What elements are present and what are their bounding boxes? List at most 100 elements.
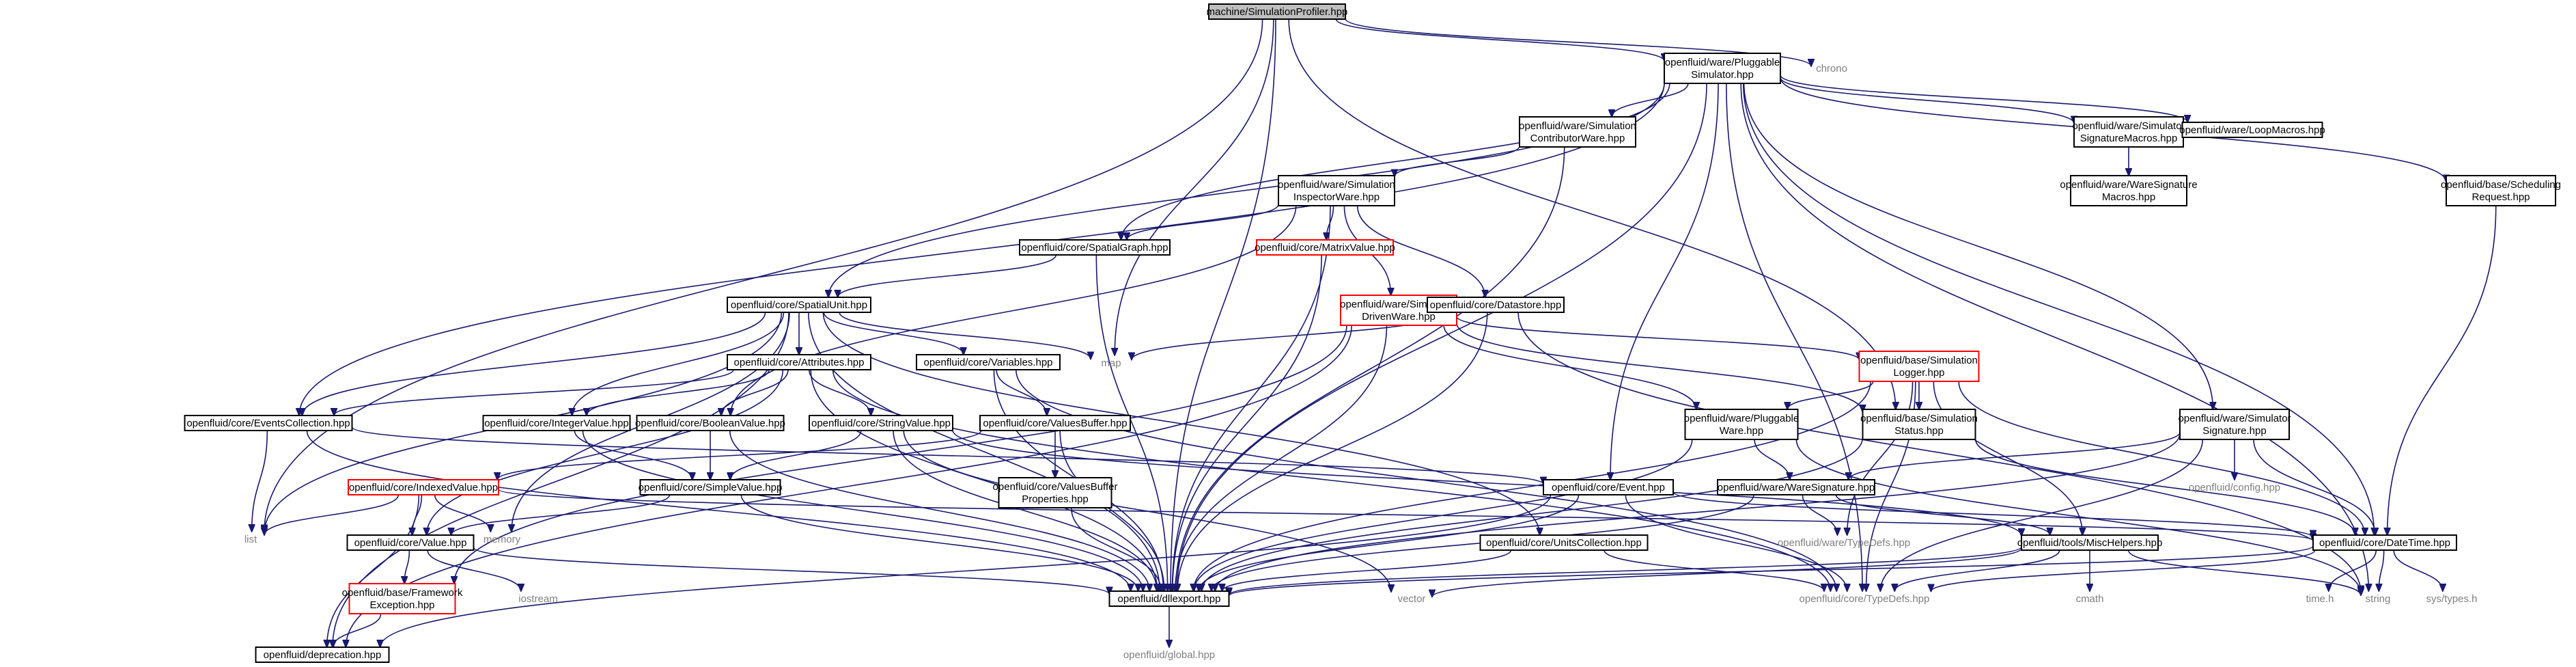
edge-sim_logger-to-misc_helpers (1933, 381, 2082, 535)
node-label: map (1101, 357, 1121, 369)
node-label: Exception.hpp (369, 599, 434, 611)
edge-pluggable_sim-to-datetime (1742, 83, 2375, 535)
node-label: string (2366, 593, 2391, 605)
edge-sim_status-to-dllexport (1201, 437, 1864, 591)
node-label: openfluid/base/Framework (342, 587, 463, 599)
edge-sched_req-to-datetime (2388, 205, 2497, 535)
edge-events_coll-to-dllexport (306, 430, 1130, 591)
edge-pluggable_sim-to-sim_signature (1743, 83, 2213, 409)
node-loop_macros[interactable]: openfluid/ware/LoopMacros.hpp (2179, 122, 2325, 138)
node-label: time.h (2306, 593, 2334, 605)
node-misc_helpers[interactable]: openfluid/tools/MiscHelpers.hpp (2017, 534, 2163, 551)
node-label: iostream (518, 593, 558, 605)
node-datastore[interactable]: openfluid/core/Datastore.hpp (1427, 297, 1565, 313)
edge-sim_logger-to-dllexport (1194, 381, 1871, 591)
node-spatial_graph[interactable]: openfluid/core/SpatialGraph.hpp (1019, 239, 1171, 256)
edge-misc_helpers-to-vector (1432, 547, 2022, 597)
node-units_coll[interactable]: openfluid/core/UnitsCollection.hpp (1479, 534, 1649, 551)
node-box (639, 479, 781, 495)
node-string_value[interactable]: openfluid/core/StringValue.hpp (809, 415, 953, 431)
node-chrono: chrono (1816, 63, 1847, 74)
node-box (1543, 479, 1674, 495)
node-ware_typedefs: openfluid/ware/TypeDefs.hpp (1778, 537, 1910, 549)
node-events_coll[interactable]: openfluid/core/EventsCollection.hpp (184, 415, 353, 431)
node-memory: memory (484, 534, 521, 545)
node-variables[interactable]: openfluid/core/Variables.hpp (916, 354, 1061, 370)
edge-inspector_ware-to-spatial_graph (1127, 204, 1279, 240)
node-datetime[interactable]: openfluid/core/DateTime.hpp (2312, 534, 2457, 551)
node-box (1427, 297, 1565, 313)
node-integer_value[interactable]: openfluid/core/IntegerValue.hpp (482, 415, 631, 431)
edge-ware_signature-to-misc_helpers (1835, 494, 2049, 535)
node-label: Request.hpp (2472, 191, 2530, 203)
edge-attributes-to-core_typedefs (832, 369, 1831, 591)
node-sig_macros[interactable]: openfluid/ware/SimulatorSignatureMacros.… (2072, 116, 2185, 148)
node-simple_value[interactable]: openfluid/core/SimpleValue.hpp (639, 479, 783, 495)
node-label: openfluid/core/TypeDefs.hpp (1800, 593, 1930, 605)
node-label: openfluid/ware/Simulation (1278, 179, 1395, 191)
edge-spatial_unit-to-map (839, 312, 1091, 359)
node-label: openfluid/core/IntegerValue.hpp (484, 418, 629, 429)
edge-variables-to-values_buffer (996, 369, 1047, 416)
node-sys_types: sys/types.h (2426, 593, 2477, 605)
edge-sim_signature-to-ware_signature (1849, 432, 2181, 480)
node-box (1108, 590, 1230, 607)
edge-pluggable_sim-to-string (1740, 83, 2368, 591)
edge-attributes-to-integer_value (587, 369, 770, 416)
node-ware_signature[interactable]: openfluid/ware/WareSignature.hpp (1717, 479, 1875, 495)
edge-root-to-pluggable_sim (1335, 18, 1664, 61)
edge-spatial_graph-to-spatial_unit (838, 254, 1057, 297)
node-label: openfluid/core/IndexedValue.hpp (349, 482, 498, 493)
node-boolean_value[interactable]: openfluid/core/BooleanValue.hpp (635, 415, 785, 431)
node-label: openfluid/global.hpp (1123, 649, 1215, 661)
node-matrix_value[interactable]: openfluid/core/MatrixValue.hpp (1255, 239, 1395, 256)
edge-spatial_unit-to-variables (823, 312, 963, 355)
edge-string_value-to-dllexport (893, 430, 1157, 591)
node-label: openfluid/ware/WareSignature.hpp (1718, 482, 1875, 493)
node-label: Macros.hpp (2102, 191, 2155, 203)
edge-root-to-list (264, 18, 1263, 532)
node-event[interactable]: openfluid/core/Event.hpp (1543, 479, 1674, 495)
node-core_typedefs: openfluid/core/TypeDefs.hpp (1800, 593, 1930, 605)
node-dllexport[interactable]: openfluid/dllexport.hpp (1108, 590, 1230, 607)
node-box (1664, 53, 1781, 84)
edge-string_value-to-simple_value (730, 430, 862, 480)
node-root[interactable]: machine/SimulationProfiler.hpp (1207, 3, 1348, 20)
node-box (636, 415, 785, 431)
node-box (1858, 351, 1980, 382)
node-values_buffer[interactable]: openfluid/core/ValuesBuffer.hpp (979, 415, 1131, 431)
edge-events_coll-to-event (351, 426, 1544, 485)
edge-ware_signature-to-ware_typedefs (1802, 494, 1838, 535)
edge-boolean_value-to-dllexport (729, 430, 1149, 591)
edge-pluggable_sim-to-spatial_unit (828, 83, 1665, 297)
edge-datastore-to-dllexport (1177, 312, 1488, 591)
edge-integer_value-to-simple_value (574, 430, 692, 480)
node-label: openfluid/core/ValuesBuffer.hpp (983, 418, 1127, 429)
edge-spatial_unit-to-integer_value (572, 312, 785, 416)
edge-datetime-to-core_typedefs (1931, 549, 2316, 592)
node-box (348, 479, 499, 495)
edge-value-to-dllexport (473, 547, 1110, 595)
node-value[interactable]: openfluid/core/Value.hpp (346, 534, 475, 551)
edge-sim_signature-to-dllexport (1215, 433, 2181, 591)
edge-attributes-to-value (427, 369, 784, 535)
node-vb_props[interactable]: openfluid/core/ValuesBufferProperties.hp… (993, 477, 1118, 508)
node-indexed_value[interactable]: openfluid/core/IndexedValue.hpp (348, 479, 499, 495)
node-contrib_ware[interactable]: openfluid/ware/SimulationContributorWare… (1519, 116, 1636, 148)
node-deprecation[interactable]: openfluid/deprecation.hpp (255, 646, 390, 663)
node-attributes[interactable]: openfluid/core/Attributes.hpp (727, 354, 871, 370)
edge-contrib_ware-to-inspector_ware (1395, 146, 1520, 177)
node-inspector_ware[interactable]: openfluid/ware/SimulationInspectorWare.h… (1278, 175, 1395, 206)
edge-event-to-dllexport (1199, 494, 1580, 591)
node-box (727, 297, 871, 313)
node-spatial_unit[interactable]: openfluid/core/SpatialUnit.hpp (727, 297, 871, 313)
node-label: openfluid/ware/Pluggable (1684, 413, 1799, 424)
